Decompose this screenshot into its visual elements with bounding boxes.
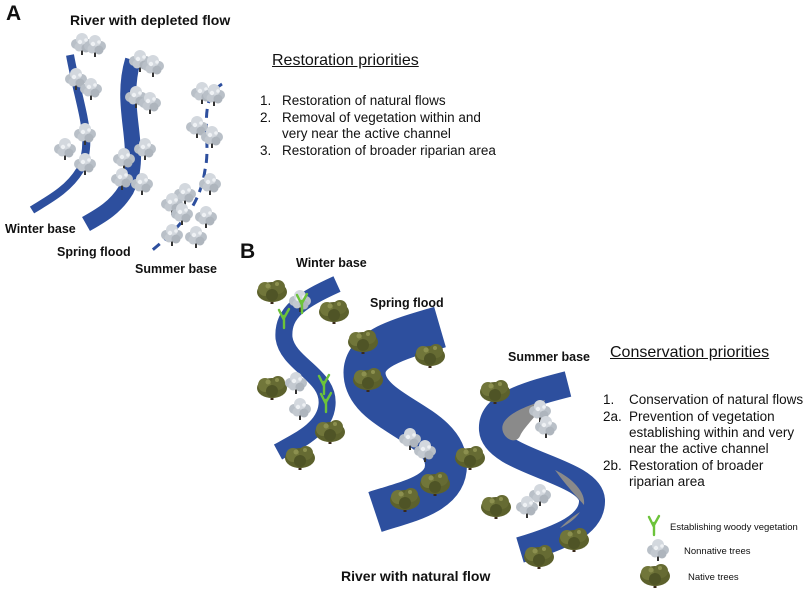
panel-a-summer-label: Summer base bbox=[135, 262, 217, 276]
legend-icons bbox=[640, 514, 670, 588]
gravel-bar bbox=[560, 512, 580, 528]
legend-nonnative-label: Nonnative trees bbox=[684, 546, 751, 557]
panel-b-spring-river bbox=[343, 306, 468, 532]
panel-a-title: River with depleted flow bbox=[70, 12, 231, 28]
seedling-icon bbox=[647, 514, 661, 537]
panel-b-title: River with natural flow bbox=[341, 568, 491, 584]
conservation-priorities-heading: Conservation priorities bbox=[610, 344, 770, 361]
panel-a-winter-label: Winter base bbox=[5, 222, 76, 236]
panel-b-spring-label: Spring flood bbox=[370, 296, 444, 310]
panel-a-letter: A bbox=[6, 2, 22, 25]
legend-seedling-label: Establishing woody vegetation bbox=[670, 522, 798, 533]
panel-a-spring-label: Spring flood bbox=[57, 245, 131, 259]
list-item: 2a. Prevention of vegetation establishin… bbox=[603, 409, 795, 456]
list-item: 2. Removal of vegetation within and very… bbox=[260, 110, 481, 141]
panel-b-winter-label: Winter base bbox=[296, 256, 367, 270]
panel-a-summer-river bbox=[149, 82, 223, 254]
panel-b-summer-label: Summer base bbox=[508, 350, 590, 364]
nonnative-tree-icon bbox=[647, 539, 669, 561]
legend-native-label: Native trees bbox=[688, 572, 739, 583]
conservation-priorities-list: 1. Conservation of natural flows 2a. Pre… bbox=[603, 392, 807, 491]
restoration-priorities-list: 1. Restoration of natural flows 2. Remov… bbox=[260, 93, 500, 160]
list-item: 3. Restoration of broader riparian area bbox=[260, 143, 496, 158]
list-item: 1. Restoration of natural flows bbox=[260, 93, 446, 108]
list-item: 2b. Restoration of broader riparian area bbox=[603, 458, 764, 489]
panel-b-letter: B bbox=[240, 240, 256, 263]
list-item: 1. Conservation of natural flows bbox=[603, 392, 804, 407]
gravel-bar bbox=[555, 470, 585, 505]
restoration-priorities-heading: Restoration priorities bbox=[272, 52, 419, 69]
native-tree-icon bbox=[640, 564, 670, 588]
